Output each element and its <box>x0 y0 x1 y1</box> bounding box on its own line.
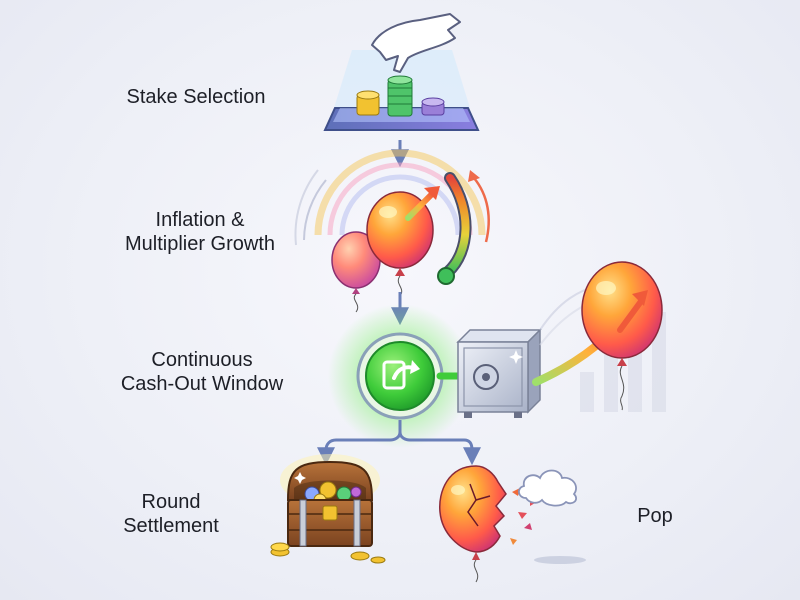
cash-out-button-icon <box>328 304 472 448</box>
coin-stack-green <box>387 75 413 117</box>
rising-balloon-icon <box>532 261 663 411</box>
hand-over-coin-stacks-icon <box>323 13 480 131</box>
settlement-line-1: Round <box>141 491 201 513</box>
step-label-settlement: Round Settlement <box>96 490 246 538</box>
inflation-line-2: Multiplier Growth <box>124 233 276 255</box>
step-label-stake-selection: Stake Selection <box>96 85 296 109</box>
growth-bars-background <box>539 284 666 412</box>
step-label-pop: Pop <box>620 504 690 528</box>
bursting-balloon-icon <box>439 465 586 583</box>
settlement-line-2: Settlement <box>123 515 219 537</box>
coin-stack-purple <box>421 97 445 116</box>
fork-arrows <box>317 420 481 466</box>
step-label-cashout: Continuous Cash-Out Window <box>92 348 312 396</box>
balloons-with-rising-gauge-icon <box>294 149 490 313</box>
stake-selection-text: Stake Selection <box>126 86 266 108</box>
step-label-inflation: Inflation & Multiplier Growth <box>90 208 310 256</box>
coin-stack-gold <box>356 90 380 116</box>
cashout-line-1: Continuous <box>151 349 253 371</box>
inflation-line-1: Inflation & <box>155 209 245 231</box>
pop-text: Pop <box>637 505 673 527</box>
safe-vault-icon <box>456 328 542 418</box>
cashout-line-2: Cash-Out Window <box>120 373 284 395</box>
treasure-chest-icon <box>270 454 386 564</box>
